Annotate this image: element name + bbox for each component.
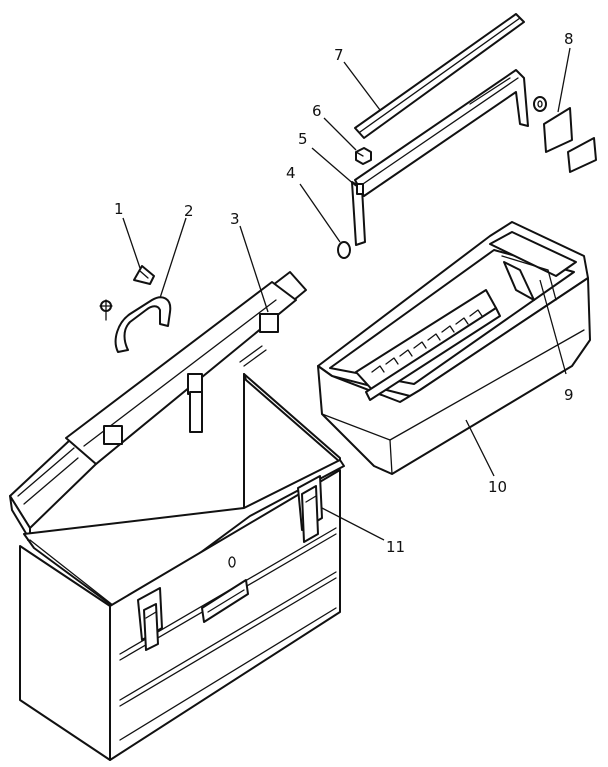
callout-4: 4 — [286, 164, 296, 182]
callout-2: 2 — [184, 202, 194, 220]
part-7-tray-rail — [354, 13, 525, 139]
part-4-button — [337, 241, 351, 259]
box-body — [19, 373, 345, 761]
callout-leaders — [122, 47, 571, 541]
part-5-tray-handle-bracket — [351, 69, 529, 246]
callout-5: 5 — [298, 130, 308, 148]
tray-tool-holders — [371, 309, 483, 373]
callout-8: 8 — [564, 30, 574, 48]
left-latch — [137, 587, 163, 651]
part-1-latch-clip — [133, 265, 155, 285]
callout-7: 7 — [334, 46, 344, 64]
callout-labels: 1 2 3 4 5 6 7 8 9 10 11 — [114, 30, 574, 556]
callout-9: 9 — [564, 386, 574, 404]
callout-6: 6 — [312, 102, 322, 120]
callout-11: 11 — [386, 538, 405, 556]
callout-3: 3 — [230, 210, 240, 228]
callout-1: 1 — [114, 200, 124, 218]
washer — [533, 96, 547, 112]
part-2-handle — [114, 296, 172, 353]
box-lid — [9, 271, 307, 541]
part-10-tray — [317, 221, 591, 475]
part-8-label-plates — [543, 107, 597, 173]
part-11-right-latch — [297, 475, 323, 543]
screw — [99, 299, 113, 321]
part-6-knob — [355, 147, 372, 165]
callout-10: 10 — [488, 478, 507, 496]
